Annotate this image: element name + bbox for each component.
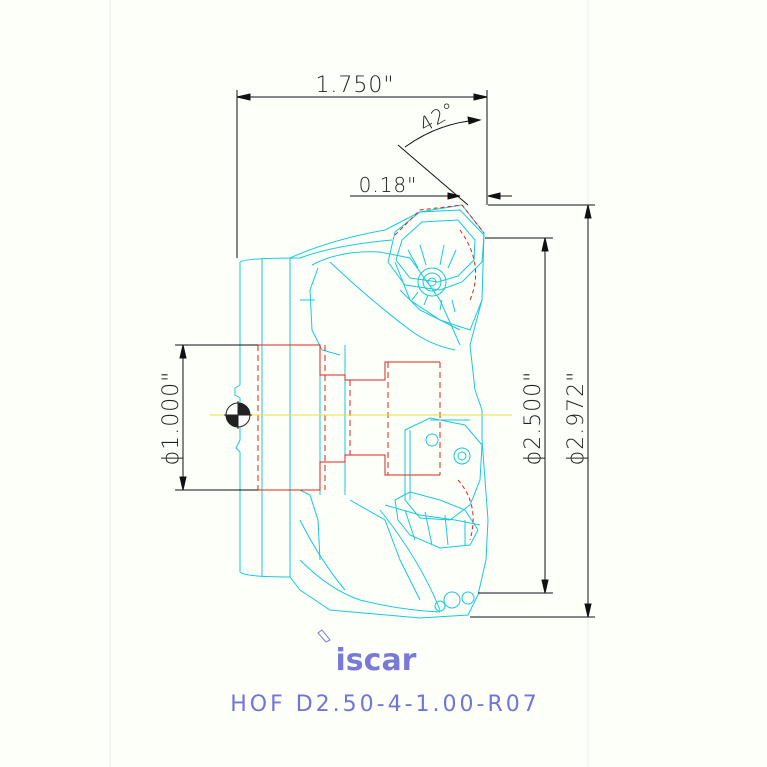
hidden-lines <box>257 204 485 541</box>
cutting-diameter-label: ϕ2.500" <box>521 371 546 466</box>
dimension-lines <box>175 90 595 618</box>
lead-angle-label: 42° <box>415 97 460 137</box>
part-number-label: HOF D2.50-4-1.00-R07 <box>230 692 540 717</box>
cutter-body-outline <box>234 204 489 619</box>
bore-diameter-label: ϕ1.000" <box>159 371 184 466</box>
center-mark-symbol <box>224 401 252 429</box>
overall-length-label: 1.750" <box>315 73 394 98</box>
max-diameter-label: ϕ2.972" <box>564 371 589 466</box>
logo-text: iscar <box>336 643 417 678</box>
iscar-logo: iscar <box>317 629 417 678</box>
chamfer-label: 0.18" <box>359 173 418 197</box>
